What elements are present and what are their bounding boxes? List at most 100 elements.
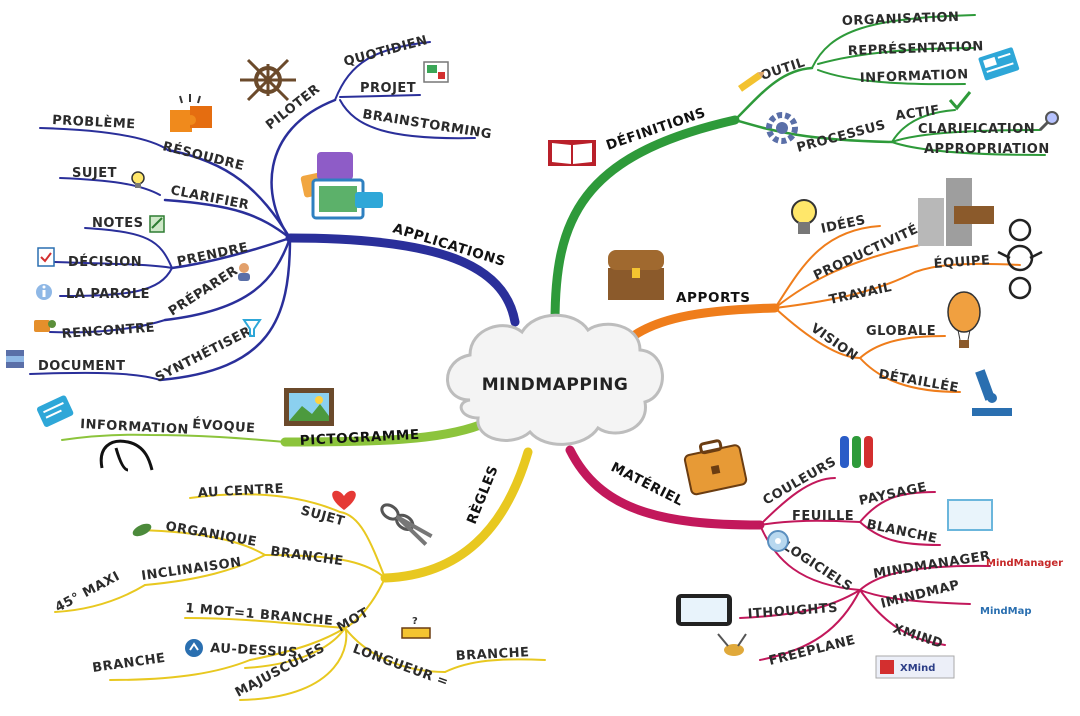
label-synthetiser: SYNTHÉTISER (153, 323, 254, 385)
label-rencontre: RENCONTRE (61, 321, 155, 342)
label-la-parole: LA PAROLE (66, 287, 150, 302)
label-detaillee: DÉTAILLÉE (877, 366, 960, 396)
label-organique: ORGANIQUE (164, 519, 258, 550)
office-building-icon (918, 178, 994, 246)
label-globale: GLOBALE (866, 324, 936, 339)
label-branche-longueur: BRANCHE (455, 645, 529, 664)
label-vision: VISION (808, 321, 861, 364)
label-xmind: XMIND (891, 622, 945, 652)
color-markers-icon (840, 436, 873, 468)
xmind-logo: XMind (875, 655, 955, 679)
label-branche: BRANCHE (269, 544, 344, 569)
bird-icon (717, 633, 747, 656)
central-topic: MINDMAPPING (482, 375, 629, 395)
framed-picture-icon (284, 388, 334, 426)
imindmap-logo-text: MindMap (980, 606, 1032, 617)
label-travail: TRAVAIL (828, 280, 894, 308)
media-collage-icon (300, 152, 383, 220)
label-sujet: SUJET (72, 166, 117, 181)
notepad-icon (149, 215, 165, 233)
label-organisation: ORGANISATION (842, 10, 960, 29)
label-processus: PROCESSUS (795, 118, 887, 156)
label-clarification: CLARIFICATION (918, 122, 1035, 137)
label-prendre: PRENDRE (176, 240, 250, 270)
imindmap-logo: MindMap (980, 606, 1032, 617)
pictogramme-branch-lines (61, 420, 485, 447)
label-evoque: ÉVOQUE (192, 416, 256, 436)
heart-icon (332, 490, 356, 510)
label-information-def: INFORMATION (860, 67, 969, 86)
tablet-icon (676, 594, 732, 626)
label-paysage: PAYSAGE (858, 480, 929, 509)
label-branche-mot: BRANCHE (91, 651, 166, 676)
lightbulb-icon (791, 199, 817, 234)
elephant-doodle-icon (99, 439, 154, 472)
book-icon (548, 140, 596, 166)
briefcase-icon (683, 439, 748, 496)
label-document: DOCUMENT (38, 359, 126, 374)
scissors-icon (380, 503, 433, 546)
label-representation: REPRÉSENTATION (848, 38, 984, 59)
person-icon (238, 263, 250, 281)
funnel-icon (242, 319, 262, 337)
xmind-logo-text: XMind (900, 663, 935, 674)
small-lightbulb-icon (131, 171, 145, 188)
label-imindmap: IMINDMAP (879, 578, 961, 612)
magnifier-icon (1038, 111, 1059, 132)
mindmanager-logo: MindManager (986, 558, 1063, 569)
checklist-icon (37, 247, 55, 267)
presentation-icon (423, 61, 449, 83)
puzzle-icon (170, 94, 212, 132)
label-projet: PROJET (360, 81, 416, 96)
label-resoudre: RÉSOUDRE (161, 138, 246, 174)
team-figure-icon (997, 218, 1043, 300)
label-probleme: PROBLÈME (52, 112, 136, 132)
mindmanager-logo-text: MindManager (986, 558, 1063, 569)
newspaper-icon (978, 47, 1020, 81)
central-cloud: MINDMAPPING (446, 313, 664, 446)
label-decision: DÉCISION (68, 254, 142, 270)
ruler-question-mark: ? (412, 616, 418, 627)
ruler-icon: ? (401, 616, 431, 639)
definitions-branch-lines (550, 14, 1046, 327)
ship-wheel-icon (240, 58, 296, 102)
label-quotidien: QUOTIDIEN (342, 33, 429, 70)
label-outil: OUTIL (759, 55, 807, 84)
label-equipe: ÉQUIPE (933, 252, 991, 272)
label-couleurs: COULEURS (761, 454, 840, 508)
label-au-dessus: AU-DESSUS (210, 641, 299, 661)
up-arrow-icon (185, 639, 203, 657)
treasure-chest-icon (608, 250, 664, 300)
label-1-mot-1-branche: 1 MOT=1 BRANCHE (185, 601, 334, 629)
label-sujet-regles: SUJET (299, 503, 346, 529)
label-clarifier: CLARIFIER (169, 183, 250, 213)
gear-icon (766, 112, 798, 144)
meeting-icon (34, 320, 56, 332)
label-appropriation: APPROPRIATION (924, 142, 1050, 157)
label-preparer: PRÉPARER (165, 263, 241, 320)
main-branch-pictogramme: PICTOGRAMME (299, 427, 420, 449)
label-mindmanager: MINDMANAGER (872, 549, 991, 582)
regles-branch-lines (54, 447, 546, 701)
label-notes: NOTES (92, 216, 144, 231)
pencil-icon (738, 71, 765, 92)
label-actif: ACTIF (894, 103, 940, 124)
checkmark-icon (948, 91, 972, 111)
label-information-picto: INFORMATION (80, 417, 189, 438)
label-au-centre: AU CENTRE (197, 481, 284, 500)
leaf-icon (132, 523, 152, 537)
documents-stack-icon (6, 350, 24, 368)
label-ithoughts: ITHOUGHTS (747, 601, 838, 622)
info-card-icon (36, 395, 74, 427)
label-idees: IDÉES (820, 212, 868, 237)
label-longueur: LONGUEUR = (351, 642, 451, 691)
cd-icon (767, 530, 789, 552)
hot-air-balloon-icon (947, 291, 981, 348)
main-branch-apports: APPORTS (676, 290, 751, 306)
label-feuille: FEUILLE (792, 509, 854, 524)
label-freeplane: FREEPLANE (767, 633, 857, 669)
label-mot: MOT (335, 605, 372, 635)
microscope-icon (972, 369, 1012, 416)
